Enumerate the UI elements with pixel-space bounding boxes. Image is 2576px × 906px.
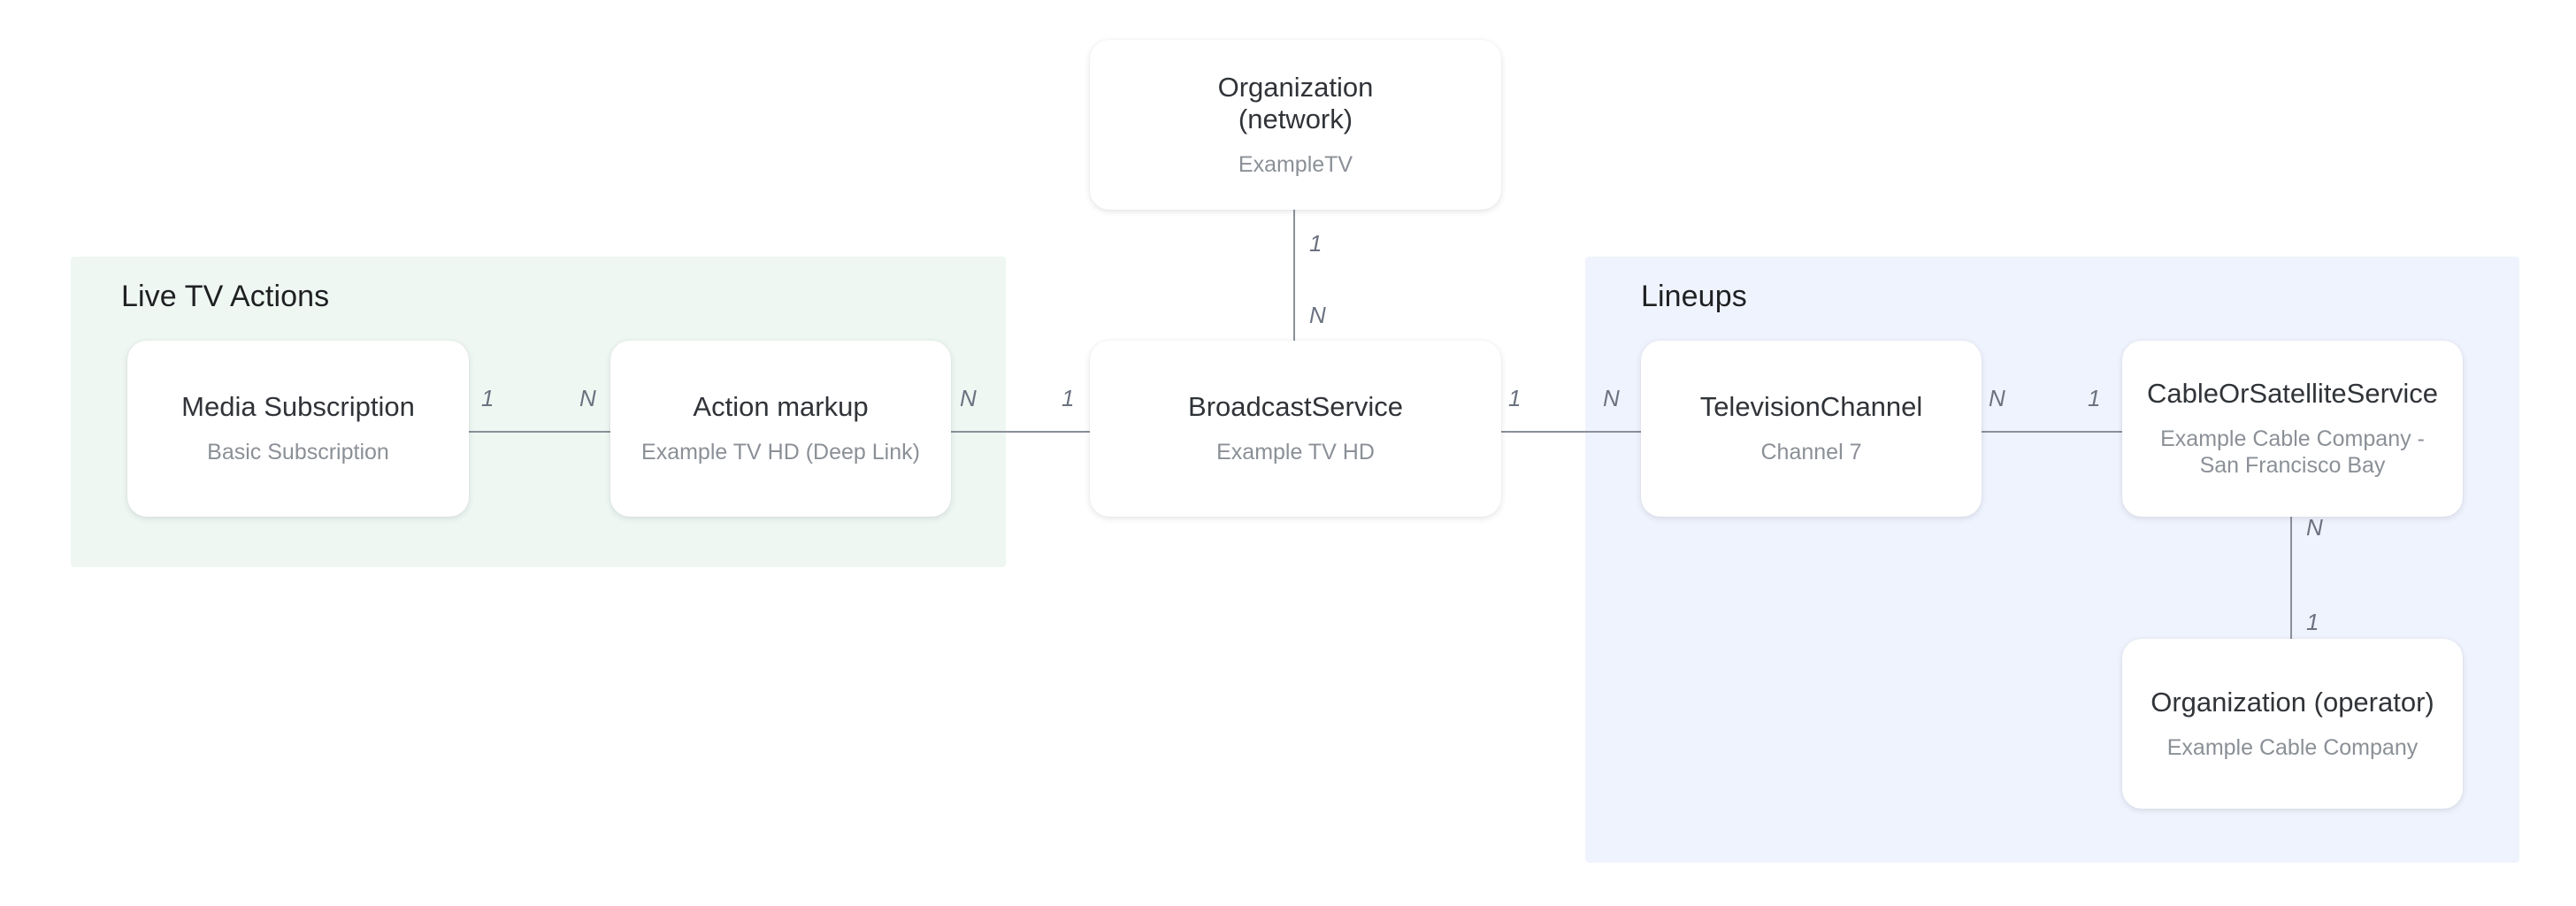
edge-label-television-channel-right: N [1989,385,2005,411]
node-title-organization-network: Organization (network) [1218,72,1374,135]
node-action-markup[interactable]: Action markup Example TV HD (Deep Link) [610,341,951,517]
node-organization-network[interactable]: Organization (network) ExampleTV [1090,40,1501,210]
edge-label-organization-network-from: 1 [1309,230,1322,257]
edge-organization-network-to-broadcast-service [1293,208,1295,349]
node-broadcast-service[interactable]: BroadcastService Example TV HD [1090,341,1501,517]
node-organization-operator[interactable]: Organization (operator) Example Cable Co… [2122,639,2463,809]
node-subtitle-broadcast-service: Example TV HD [1216,440,1375,465]
edge-label-action-markup-from: N [960,385,977,411]
node-title-line-1: Organization [1217,71,1374,103]
edge-label-organization-operator-top: 1 [2306,609,2319,635]
node-title-media-subscription: Media Subscription [181,391,415,423]
node-title-line-2: (network) [1238,103,1353,134]
node-title-organization-operator: Organization (operator) [2150,686,2434,718]
node-title-broadcast-service: BroadcastService [1188,391,1403,423]
edge-television-channel-to-cable-or-satellite-service [1946,431,2132,433]
edge-label-television-channel-left: N [1603,385,1620,411]
edge-cable-or-satellite-service-to-organization-operator [2290,509,2292,646]
edge-broadcast-service-to-television-channel [1486,431,1663,433]
node-television-channel[interactable]: TelevisionChannel Channel 7 [1641,341,1982,517]
node-title-action-markup: Action markup [693,391,869,423]
node-subtitle-television-channel: Channel 7 [1760,440,1862,465]
node-subtitle-organization-operator: Example Cable Company [2166,734,2419,760]
edge-action-markup-to-broadcast-service [942,431,1110,433]
node-subtitle-organization-network: ExampleTV [1238,151,1353,177]
edge-media-subscription-to-action-markup [460,431,619,433]
node-title-television-channel: TelevisionChannel [1699,391,1923,423]
edge-label-cable-or-satellite-service-left: 1 [2088,385,2101,411]
edge-label-broadcast-service-top: N [1309,302,1326,328]
edge-label-media-subscription-from: 1 [481,385,494,411]
group-title-lineups: Lineups [1641,280,1747,313]
node-media-subscription[interactable]: Media Subscription Basic Subscription [127,341,469,517]
edge-label-action-markup-to: N [579,385,596,411]
edge-label-broadcast-service-left: 1 [1062,385,1075,411]
group-title-live-tv-actions: Live TV Actions [121,280,330,313]
node-subtitle-cable-or-satellite-service: Example Cable Company - San Francisco Ba… [2160,426,2425,479]
edge-label-cable-or-satellite-service-bottom: N [2306,514,2323,541]
edge-label-broadcast-service-right: 1 [1508,385,1522,411]
node-subtitle-media-subscription: Basic Subscription [207,440,389,465]
node-subtitle-action-markup: Example TV HD (Deep Link) [641,440,920,465]
node-title-cable-or-satellite-service: CableOrSatelliteService [2146,378,2439,410]
node-cable-or-satellite-service[interactable]: CableOrSatelliteService Example Cable Co… [2122,341,2463,517]
